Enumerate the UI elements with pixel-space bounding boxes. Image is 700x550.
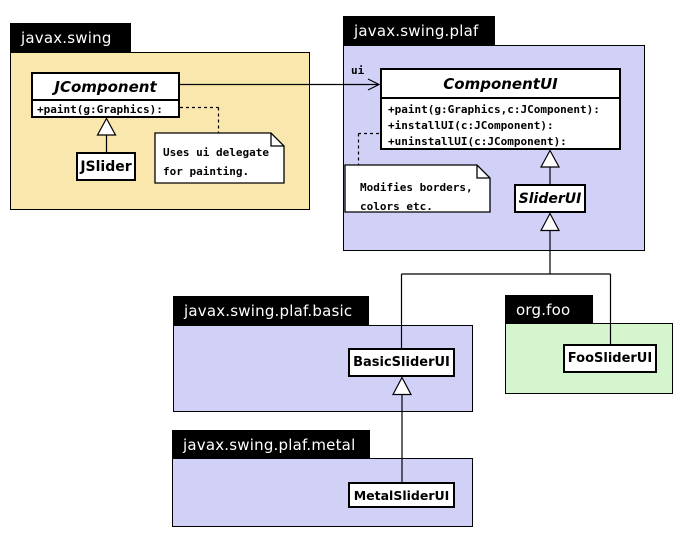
- note-modifies-borders: Modifies borders, colors etc.: [360, 178, 473, 216]
- class-methods: +paint(g:Graphics):: [33, 99, 178, 119]
- class-box-componentui: ComponentUI +paint(g:Graphics,c:JCompone…: [380, 68, 621, 150]
- class-name: JComponent: [54, 77, 157, 96]
- method-label: +paint(g:Graphics,c:JComponent):: [388, 103, 600, 116]
- package-tab-javax-swing-plaf-basic: javax.swing.plaf.basic: [173, 296, 369, 326]
- class-name: BasicSliderUI: [353, 355, 450, 370]
- method-label: +installUI(c:JComponent):: [388, 119, 554, 132]
- note-line: Uses ui delegate: [163, 146, 269, 159]
- note-uses-ui-delegate: Uses ui delegate for painting.: [163, 143, 269, 181]
- package-tab-javax-swing-plaf-metal: javax.swing.plaf.metal: [172, 430, 370, 459]
- class-name: SliderUI: [518, 190, 582, 207]
- method-label: +uninstallUI(c:JComponent):: [388, 135, 567, 148]
- class-box-foosliderui: FooSliderUI: [563, 344, 657, 373]
- class-box-jslider: JSlider: [76, 152, 136, 181]
- class-box-basicsliderui: BasicSliderUI: [348, 348, 455, 377]
- class-name: FooSliderUI: [567, 351, 653, 366]
- class-box-sliderui: SliderUI: [514, 184, 586, 213]
- class-name: ComponentUI: [443, 74, 558, 93]
- class-methods: +paint(g:Graphics,c:JComponent): +instal…: [382, 97, 619, 153]
- class-name: MetalSliderUI: [353, 487, 450, 503]
- class-name: JSlider: [80, 158, 132, 175]
- note-line: colors etc.: [360, 200, 433, 213]
- package-tab-org-foo: org.foo: [505, 295, 593, 324]
- class-box-metalsliderui: MetalSliderUI: [348, 482, 455, 508]
- method-label: +paint(g:Graphics):: [37, 103, 163, 116]
- package-tab-javax-swing: javax.swing: [10, 23, 131, 53]
- note-line: Modifies borders,: [360, 181, 473, 194]
- note-line: for painting.: [163, 165, 250, 178]
- class-box-jcomponent: JComponent +paint(g:Graphics):: [31, 72, 180, 118]
- package-tab-javax-swing-plaf: javax.swing.plaf: [343, 16, 495, 46]
- association-role-label-ui: ui: [351, 64, 365, 77]
